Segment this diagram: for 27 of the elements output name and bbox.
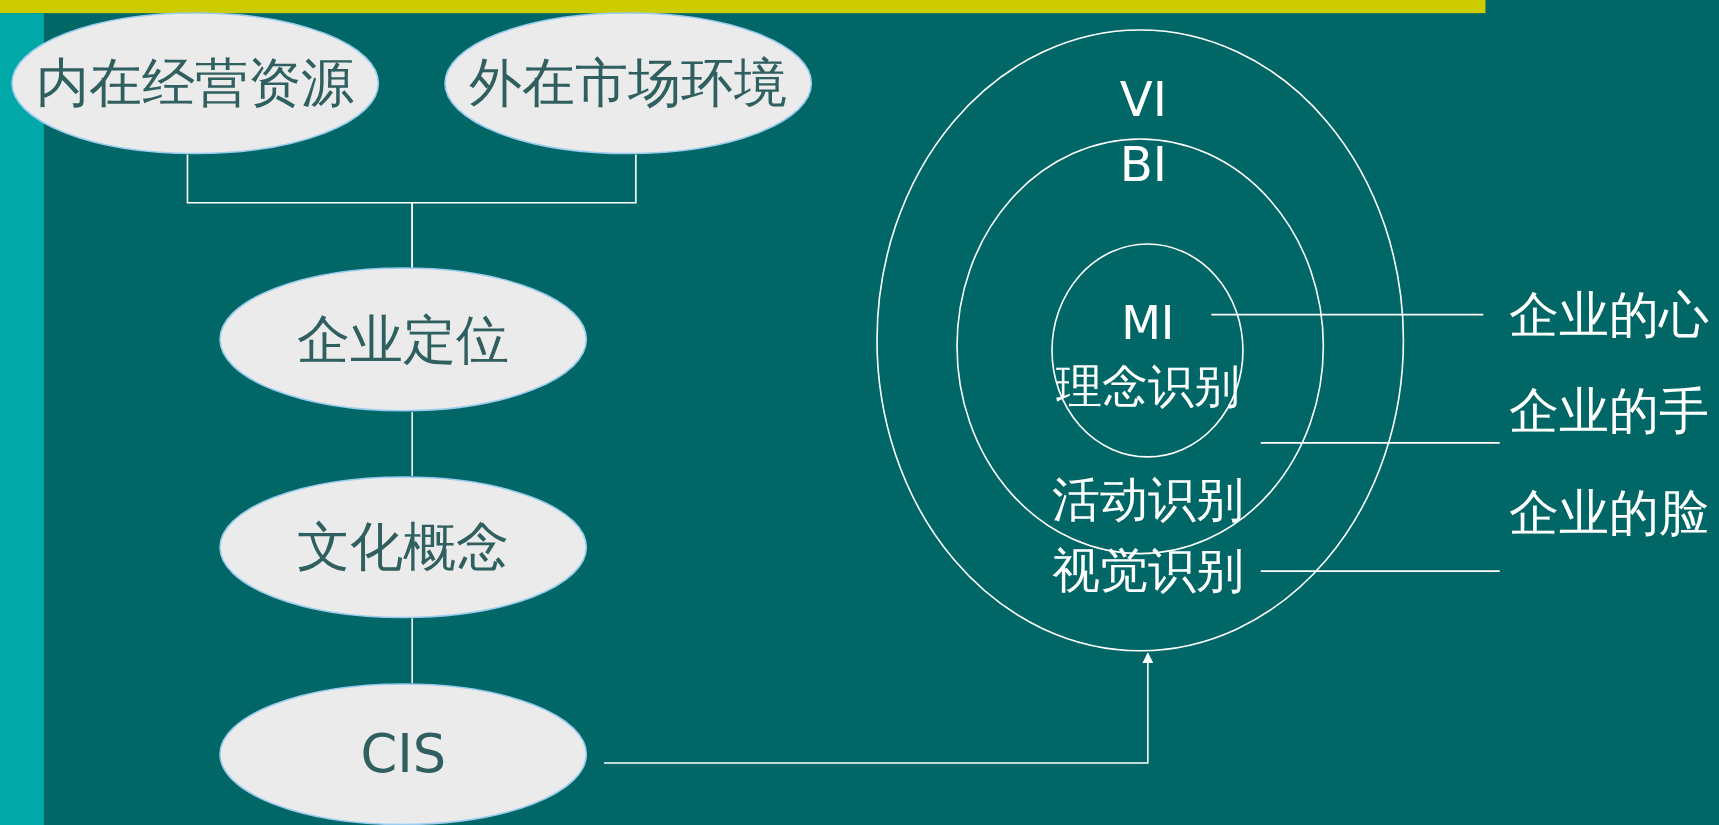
connector-line <box>411 411 413 477</box>
node-label: CIS <box>360 727 447 781</box>
node-label: BI <box>1119 140 1168 189</box>
arrow <box>603 652 1154 764</box>
connector-line <box>411 153 637 269</box>
node-label: 企业定位 <box>297 313 510 367</box>
connector-line <box>411 617 413 684</box>
node-label: 视觉识别 <box>1051 545 1244 595</box>
ellipse-node <box>219 475 588 619</box>
node-label: 理念识别 <box>1055 362 1240 409</box>
node-label: 文化概念 <box>297 520 510 574</box>
ring-ellipse <box>1051 243 1245 459</box>
connector-line <box>1259 570 1501 572</box>
node-label: MI <box>1121 300 1175 347</box>
node-label: 外在市场环境 <box>469 57 788 110</box>
ring-ellipse <box>875 28 1405 652</box>
connector-line <box>1210 313 1485 316</box>
side-label: 企业的手 <box>1509 386 1710 437</box>
node-label: VI <box>1119 74 1168 123</box>
side-label: 企业的脸 <box>1509 488 1710 539</box>
connector-line <box>1259 442 1501 444</box>
ellipse-node <box>10 12 380 155</box>
side-label: 企业的心 <box>1509 289 1710 341</box>
node-label: 活动识别 <box>1051 474 1244 523</box>
ellipse-node <box>444 12 813 155</box>
node-label: 内在经营资源 <box>36 57 355 110</box>
ellipse-node <box>219 267 588 413</box>
